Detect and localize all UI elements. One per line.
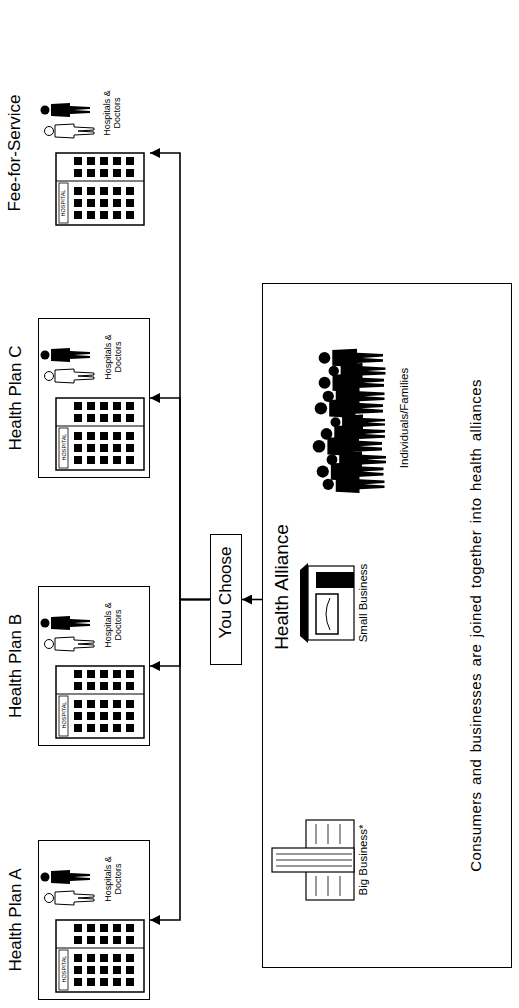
doctor-icons (41, 348, 91, 362)
small-business-icon (300, 563, 308, 643)
big-business-icon (276, 854, 352, 855)
provider-caption: Hospitals & Doctors (103, 321, 124, 393)
group-caption: Individuals/Families (398, 328, 410, 508)
hospital-icons (56, 398, 144, 470)
choice-box: You Choose (210, 535, 242, 666)
big-business-icon (272, 820, 354, 900)
big-business-icon (276, 860, 352, 861)
big-business-icon (316, 876, 317, 896)
health-plan-box: Health Plan BHOSPITALHospitals & Doctors (38, 586, 150, 746)
health-plan-box: Health Plan AHOSPITALHospitals & Doctors (38, 840, 150, 1000)
doctor-icons (45, 369, 95, 383)
small-business-icon (316, 572, 354, 588)
hospital-sign: HOSPITAL (60, 695, 69, 735)
hospital-sign: HOSPITAL (60, 427, 69, 467)
provider-caption: Hospitals & Doctors (103, 843, 124, 915)
big-business-icon (272, 848, 354, 872)
doctor-icons (45, 124, 95, 138)
group-caption: Big Business* (357, 770, 369, 950)
hospital-icons (56, 153, 144, 992)
doctor-icons (41, 616, 91, 630)
connector-arrow (150, 153, 210, 600)
connector-arrow (242, 599, 262, 601)
small-business-icon (326, 598, 330, 630)
big-business-icon (340, 824, 341, 844)
alliance-heading: Health Alliance (271, 477, 293, 697)
big-business-icon (328, 824, 329, 844)
small-business-icon (300, 563, 354, 643)
hospital-icons (56, 666, 144, 738)
small-business-icon (316, 594, 338, 634)
doctor-icons (45, 637, 95, 651)
group-caption: Small Business (357, 513, 369, 693)
connector-arrow (150, 600, 210, 921)
connector-arrow (150, 600, 210, 667)
big-business-icon (316, 824, 317, 844)
hospital-sign: HOSPITAL (60, 949, 69, 989)
health-plan-box: Health Plan CHOSPITALHospitals & Doctors (38, 318, 150, 478)
plan-heading: Health Plan B (6, 567, 26, 765)
provider-caption: Hospitals & Doctors (103, 589, 124, 661)
big-business-icon (328, 876, 329, 896)
big-business-icon (276, 866, 352, 867)
crowd-icon (313, 349, 386, 493)
health-alliance-box: Health Alliance Consumers and businesses … (262, 283, 512, 968)
choice-text: You Choose (215, 546, 237, 638)
alliance-caption: Consumers and businesses are joined toge… (467, 292, 484, 959)
doctor-icons (41, 103, 91, 117)
hospital-icons (56, 920, 144, 992)
small-business-icon (308, 566, 354, 640)
crowd-icon (319, 349, 383, 367)
big-business-icon (340, 876, 341, 896)
plan-heading: Health Plan C (6, 299, 26, 497)
plan-heading: Fee-for-Service (5, 53, 25, 253)
doctor-icons (41, 103, 95, 905)
hospital-icons (56, 153, 144, 225)
plan-heading: Health Plan A (6, 821, 26, 1008)
doctor-icons (45, 891, 95, 905)
fee-for-service-node: Fee-for-ServiceHOSPITALHospitals & Docto… (38, 73, 150, 233)
provider-caption: Hospitals & Doctors (102, 77, 123, 149)
hospital-sign: HOSPITAL (59, 183, 68, 223)
doctor-icons (41, 870, 91, 884)
